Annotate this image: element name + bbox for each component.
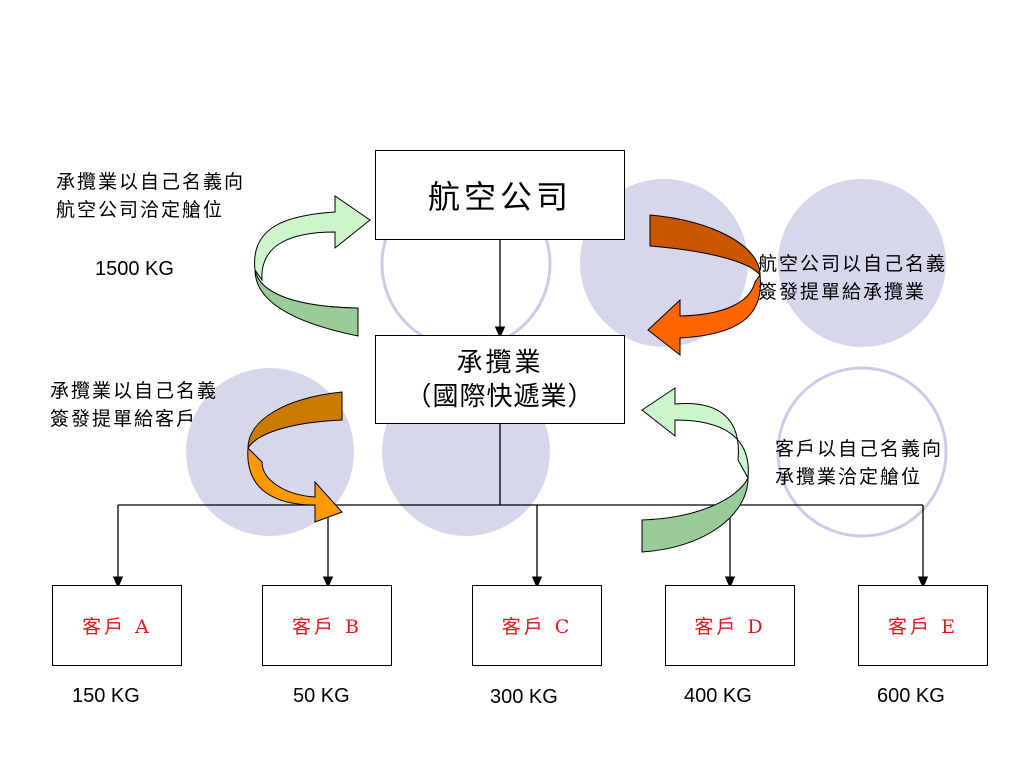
client-label-c: 客戶 C: [501, 616, 573, 638]
note-top-right-line1: 航空公司以自己名義: [758, 253, 948, 275]
note-mid-left-line2: 簽發提單給客戶: [50, 408, 198, 430]
forwarder-label-line2: （國際快遞業）: [405, 381, 595, 412]
note-mid-left-line1: 承攬業以自己名義: [50, 380, 219, 402]
client-label-e: 客戶 E: [888, 616, 958, 638]
curved-arrow-forwarder-to-airline: [254, 195, 371, 337]
airline-total-weight: 1500 KG: [95, 258, 174, 280]
client-label-d: 客戶 D: [694, 616, 766, 638]
client-label-b: 客戶 B: [291, 616, 362, 638]
airline-box: 航空公司: [375, 150, 625, 240]
client-weight-a: 150 KG: [72, 685, 140, 707]
client-weight-d: 400 KG: [684, 685, 752, 707]
forwarder-box: 承攬業 （國際快遞業）: [375, 335, 625, 424]
note-mid-left: 承攬業以自己名義 簽發提單給客戶: [50, 377, 218, 433]
note-top-left-line2: 航空公司洽定艙位: [56, 199, 225, 221]
client-box-e: 客戶 E: [858, 585, 988, 666]
curved-arrow-forwarder-to-clients: [247, 391, 343, 523]
curved-arrow-airline-to-forwarder: [647, 214, 762, 357]
curved-arrow-clients-to-forwarder: [641, 387, 749, 553]
note-top-left: 承攬業以自己名義向 航空公司洽定艙位: [56, 168, 245, 224]
note-mid-right: 客戶以自己名義向 承攬業洽定艙位: [775, 435, 943, 491]
client-box-b: 客戶 B: [262, 585, 392, 666]
client-weight-c: 300 KG: [490, 686, 558, 708]
note-top-left-line1: 承攬業以自己名義向: [56, 171, 246, 193]
client-box-d: 客戶 D: [665, 585, 795, 666]
airline-label: 航空公司: [427, 178, 572, 216]
note-top-right-line2: 簽發提單給承攬業: [758, 281, 927, 303]
client-label-a: 客戶 A: [82, 616, 152, 638]
note-mid-right-line2: 承攬業洽定艙位: [775, 466, 923, 488]
decor-circle-mid-right: [776, 366, 948, 538]
decor-circle-far-right-filled: [778, 179, 946, 347]
client-weight-b: 50 KG: [293, 685, 350, 707]
client-weight-e: 600 KG: [877, 685, 945, 707]
forwarder-label-line1: 承攬業: [456, 347, 544, 378]
client-box-a: 客戶 A: [52, 585, 182, 666]
note-top-right: 航空公司以自己名義 簽發提單給承攬業: [758, 250, 947, 306]
client-box-c: 客戶 C: [472, 585, 602, 666]
note-mid-right-line1: 客戶以自己名義向: [775, 438, 944, 460]
